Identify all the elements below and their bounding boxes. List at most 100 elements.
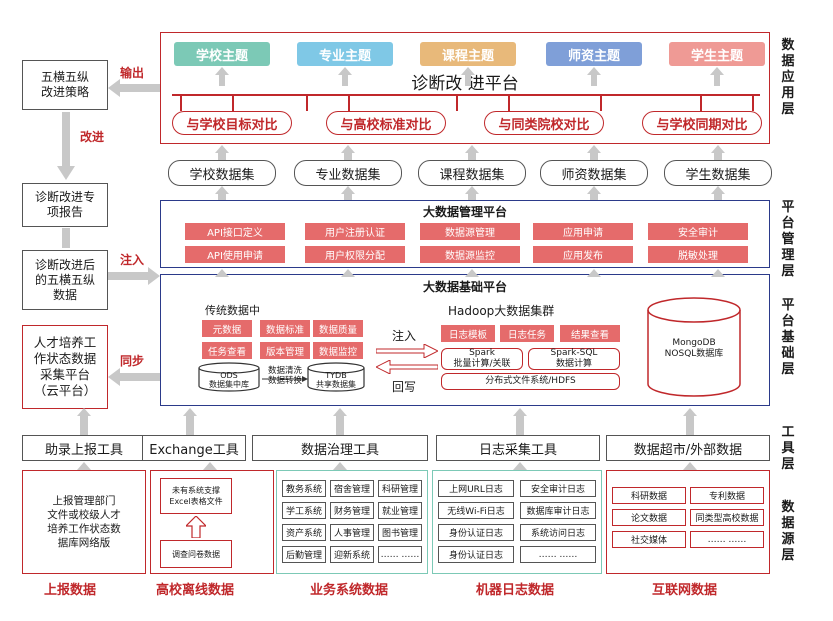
logs-source-label: 机器日志数据 <box>476 583 555 598</box>
dataset-1: 学校数据集 <box>168 160 276 186</box>
layer-arrow-stem <box>80 416 88 435</box>
inject-arrow-icon <box>108 267 160 285</box>
layer-arrow-icon <box>587 145 601 153</box>
mgmt-cell-r2-2: 用户权限分配 <box>305 246 405 263</box>
report-source-box: 上报管理部门 文件或校级人才 培养工作状态数 据库网络版 <box>47 495 121 549</box>
compare-tick <box>180 95 182 111</box>
layer-label-platform-mgmt: 平台管理层 <box>781 200 795 279</box>
log-cell: 无线Wi-Fi日志 <box>438 502 514 519</box>
layer-arrow-icon <box>683 462 697 470</box>
theme-5: 学生主题 <box>669 42 765 66</box>
strategy-box: 五横五纵 改进策略 <box>22 60 108 110</box>
tool-1: 助录上报工具 <box>22 435 146 461</box>
sync-label: 同步 <box>120 354 145 368</box>
layer-arrow-icon <box>215 145 229 153</box>
improve-label: 改进 <box>80 130 105 144</box>
layer-arrow-icon <box>215 186 229 194</box>
offline-source-frame <box>150 470 274 574</box>
layer-arrow-stem <box>468 153 476 160</box>
report-box: 诊断改进专 项报告 <box>22 183 108 227</box>
layer-arrow-stem <box>336 416 344 435</box>
inject-label: 注入 <box>120 253 145 267</box>
internet-cell: 社交媒体 <box>612 531 686 548</box>
compare-tick <box>306 95 308 111</box>
layer-arrow-icon <box>465 269 479 277</box>
mongodb-label: MongoDB NOSQL数据库 <box>664 338 724 359</box>
trad-cell-r1-3: 数据质量 <box>313 320 363 337</box>
trad-cell-r2-3: 数据监控 <box>313 342 363 359</box>
report-connector <box>62 228 70 248</box>
report-source-frame <box>22 470 146 574</box>
business-cell: 人事管理 <box>330 524 374 541</box>
compare-tick <box>700 95 702 111</box>
mgmt-cell-r2-3: 数据源监控 <box>420 246 520 263</box>
data-after-box: 诊断改进后 的五横五纵 数据 <box>22 250 108 310</box>
log-cell: 数据库审计日志 <box>520 502 596 519</box>
offline-source-label: 高校离线数据 <box>156 583 235 598</box>
layer-arrow-stem <box>686 416 694 435</box>
internet-cell: 同类型高校数据 <box>690 509 764 526</box>
business-cell: 教务系统 <box>282 480 326 497</box>
tool-2: Exchange工具 <box>142 435 246 461</box>
business-cell: 后勤管理 <box>282 546 326 563</box>
layer-arrow-stem <box>186 416 194 435</box>
tool-3: 数据治理工具 <box>252 435 428 461</box>
business-cell: …… …… <box>378 546 422 563</box>
compare-tick <box>348 95 350 111</box>
tydb-cylinder-icon <box>307 362 365 392</box>
internet-source-label: 互联网数据 <box>652 583 718 598</box>
sync-arrow-icon <box>108 368 160 386</box>
log-cell: 上网URL日志 <box>438 480 514 497</box>
hadoop-cell-2: 日志任务 <box>500 325 554 342</box>
layer-arrow-stem <box>344 153 352 160</box>
hadoop-cell-3: 结果查看 <box>560 325 620 342</box>
layer-arrow-icon <box>341 186 355 194</box>
report-source-label: 上报数据 <box>44 583 97 598</box>
layer-arrow-stem <box>590 153 598 160</box>
inject-center-label: 注入 <box>392 329 417 343</box>
log-cell: 身份认证日志 <box>438 546 514 563</box>
offline-bottom-box: 调查问卷数据 <box>160 540 232 568</box>
internet-cell: …… …… <box>690 531 764 548</box>
mgmt-cell-r1-4: 应用申请 <box>533 223 633 240</box>
theme-arrow-stem <box>714 74 720 86</box>
mgmt-cell-r2-4: 应用发布 <box>533 246 633 263</box>
layer-arrow-icon <box>341 269 355 277</box>
dataset-3: 课程数据集 <box>418 160 526 186</box>
theme-arrow-stem <box>591 74 597 86</box>
inject-center-arrow-icon <box>376 344 438 358</box>
internet-cell: 论文数据 <box>612 509 686 526</box>
layer-arrow-stem <box>714 194 722 200</box>
internet-cell: 科研数据 <box>612 487 686 504</box>
layer-arrow-icon <box>333 408 347 416</box>
theme-3: 课程主题 <box>420 42 516 66</box>
theme-arrow-stem <box>465 74 471 86</box>
layer-arrow-icon <box>711 145 725 153</box>
improve-arrow-icon <box>57 112 75 180</box>
log-cell: 身份认证日志 <box>438 524 514 541</box>
layer-arrow-stem <box>344 194 352 200</box>
log-cell: 系统访问日志 <box>520 524 596 541</box>
trad-cell-r2-1: 任务查看 <box>202 342 252 359</box>
business-cell: 迎新系统 <box>330 546 374 563</box>
compare-tick <box>508 95 510 111</box>
mongodb-cylinder-icon <box>647 297 741 397</box>
trad-cell-r1-1: 元数据 <box>202 320 252 337</box>
etl-arrow-icon <box>262 376 308 382</box>
output-arrow-icon <box>108 79 160 97</box>
writeback-arrow-icon <box>376 360 438 374</box>
layer-arrow-stem <box>218 153 226 160</box>
mgmt-cell-r1-3: 数据源管理 <box>420 223 520 240</box>
business-cell: 资产系统 <box>282 524 326 541</box>
theme-2: 专业主题 <box>297 42 393 66</box>
theme-arrow-stem <box>342 74 348 86</box>
dataset-5: 学生数据集 <box>664 160 772 186</box>
ods-label: ODS 数据集中库 <box>209 371 249 389</box>
theme-arrow-stem <box>219 74 225 86</box>
layer-arrow-stem <box>468 194 476 200</box>
theme-arrow-icon <box>587 67 601 75</box>
log-cell: 安全审计日志 <box>520 480 596 497</box>
theme-arrow-icon <box>461 67 475 75</box>
layer-arrow-icon <box>711 186 725 194</box>
ods-cylinder-icon <box>198 362 260 392</box>
